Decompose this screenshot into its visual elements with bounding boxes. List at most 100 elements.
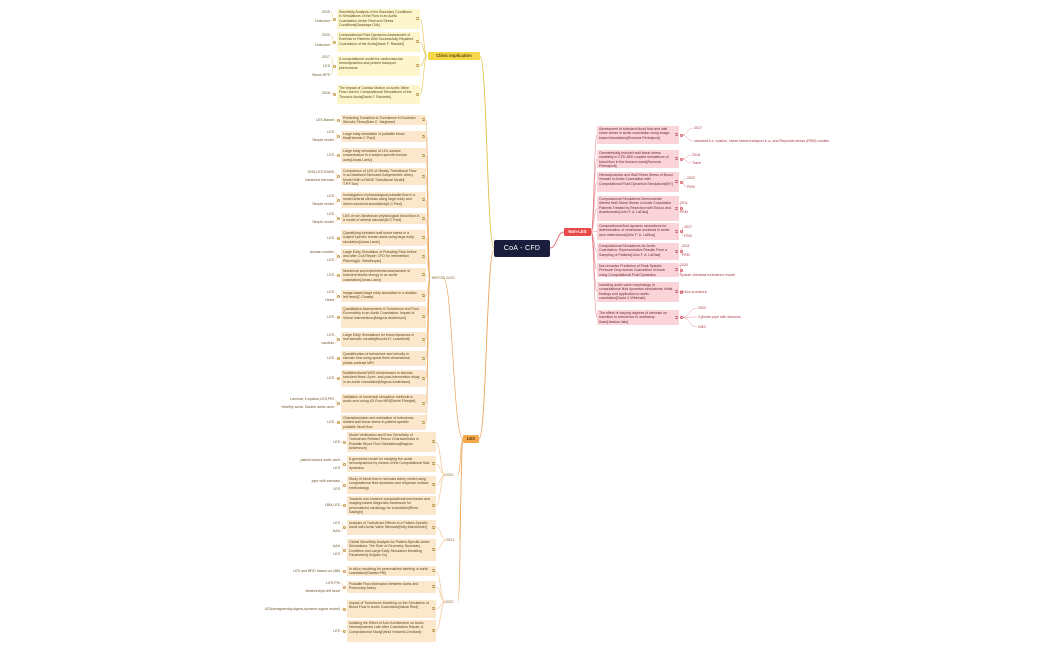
attribute-tag[interactable]: LES xyxy=(327,272,334,277)
root-node[interactable]: CoA - CFD xyxy=(494,240,550,257)
external-link-icon[interactable]: ⧉ xyxy=(422,400,425,406)
external-link-icon[interactable]: ⧉ xyxy=(432,606,435,611)
external-link-icon[interactable]: ⧉ xyxy=(675,289,678,294)
attribute-tag[interactable]: 2022 xyxy=(698,305,706,310)
paper-card[interactable]: Computational Simulations Demonstrate Al… xyxy=(597,196,679,221)
external-link-icon[interactable]: ⧉ xyxy=(422,253,425,259)
external-link-icon[interactable]: ⧉ xyxy=(422,375,425,381)
paper-card[interactable]: Analysis of Turbulence Effects in a Pati… xyxy=(347,520,436,535)
external-link-icon[interactable]: ⧉ xyxy=(432,461,435,466)
external-link-icon[interactable]: ⧉ xyxy=(432,482,435,487)
attribute-tag[interactable]: LES and BRG based on LBM xyxy=(293,568,340,573)
external-link-icon[interactable]: ⧉ xyxy=(432,524,435,530)
attribute-tag[interactable]: Unknown xyxy=(315,43,330,47)
external-link-icon[interactable]: ⧉ xyxy=(675,267,678,272)
paper-card[interactable]: Comparison of LES of Steady Transitional… xyxy=(341,168,426,186)
external-link-icon[interactable]: ⧉ xyxy=(422,314,425,319)
attribute-tag[interactable]: FEM,k-w,mixture xyxy=(680,289,707,294)
external-link-icon[interactable]: ⧉ xyxy=(422,117,425,122)
attribute-tag[interactable]: LES xyxy=(333,439,340,444)
attribute-tag[interactable]: 2011 xyxy=(682,243,690,248)
external-link-icon[interactable]: ⧉ xyxy=(422,272,425,277)
external-link-icon[interactable]: ⧉ xyxy=(432,439,435,444)
paper-card[interactable]: Large Eddy Simulation of Pulsating Flow … xyxy=(341,249,426,264)
attribute-tag[interactable]: AAA xyxy=(332,543,340,548)
attribute-tag[interactable]: LES(smagorinsky,sigma,dynamic sigma mode… xyxy=(264,606,340,611)
paper-card[interactable]: Predicting Transition to Turbulence in E… xyxy=(341,115,426,125)
attribute-tag[interactable]: LBM,LES xyxy=(324,503,340,508)
attribute-tag[interactable]: Idealized stenosis xyxy=(305,178,334,183)
external-link-icon[interactable]: ⧉ xyxy=(422,355,425,361)
attribute-tag[interactable]: FEM xyxy=(684,233,692,238)
paper-card[interactable]: Computational Simulations for Aortic Coa… xyxy=(597,243,679,260)
attribute-tag[interactable]: LES xyxy=(323,64,330,68)
paper-card[interactable]: Large eddy simulation of LDL surface con… xyxy=(341,148,426,163)
paper-card[interactable]: Assessment of turbulent blood flow and w… xyxy=(597,126,679,144)
attribute-tag[interactable]: LES xyxy=(327,235,334,240)
paper-card[interactable]: Isolating the Effect of Arch Architectur… xyxy=(347,620,436,642)
attribute-tag[interactable]: LES xyxy=(327,333,334,338)
attribute-tag[interactable]: patient-based aortic arch xyxy=(300,457,340,462)
paper-card[interactable]: LES of non-Newtonian physiological blood… xyxy=(341,213,426,224)
paper-card[interactable]: Study of blood flow in stenosis artery m… xyxy=(347,476,436,494)
paper-card[interactable]: Towards non-invasive computational mecha… xyxy=(347,496,436,515)
paper-card[interactable]: Image-based large eddy simulation in a r… xyxy=(341,290,426,302)
paper-card[interactable]: Global Sensitivity Analysis for Patient-… xyxy=(347,539,436,561)
external-link-icon[interactable]: ⧉ xyxy=(422,419,425,425)
paper-card[interactable]: Quantifying turbulent wall shear stress … xyxy=(341,230,426,246)
paper-card[interactable]: Non-invasive Prediction of Peak Systolic… xyxy=(597,263,679,277)
paper-card[interactable]: Large eddy simulation of pulsatile blood… xyxy=(341,131,426,142)
paper-card[interactable]: Including aortic valve morphology in com… xyxy=(597,282,679,302)
external-link-icon[interactable]: ⧉ xyxy=(422,133,425,139)
external-link-icon[interactable]: ⧉ xyxy=(675,132,678,137)
attribute-tag[interactable]: LES xyxy=(333,521,340,526)
attribute-tag[interactable]: LES,Based xyxy=(316,117,334,122)
external-link-icon[interactable]: ⧉ xyxy=(432,502,435,508)
paper-card[interactable]: Geometrically induced wall shear stress … xyxy=(597,150,679,168)
external-link-icon[interactable]: ⧉ xyxy=(422,197,425,202)
paper-card[interactable]: Large Eddy Simulations for blood dynamic… xyxy=(341,332,426,347)
attribute-tag[interactable]: LES xyxy=(327,314,334,319)
external-link-icon[interactable]: ⧉ xyxy=(416,16,419,21)
external-link-icon[interactable]: ⧉ xyxy=(675,156,678,161)
external-link-icon[interactable]: ⧉ xyxy=(416,91,419,97)
external-link-icon[interactable]: ⧉ xyxy=(422,235,425,240)
paper-card[interactable]: Model Verification and Error Sensitivity… xyxy=(347,432,436,452)
attribute-tag[interactable]: LES xyxy=(327,289,334,294)
paper-card[interactable]: A geometric model for studying the aorti… xyxy=(347,456,436,472)
external-link-icon[interactable]: ⧉ xyxy=(432,568,435,573)
attribute-tag[interactable]: 2017 xyxy=(322,55,330,59)
external-link-icon[interactable]: ⧉ xyxy=(675,205,678,211)
attribute-tag[interactable]: LES xyxy=(327,130,334,135)
attribute-tag[interactable]: 2022 xyxy=(687,175,695,180)
attribute-tag[interactable]: Heart xyxy=(325,297,334,302)
paper-card[interactable]: Multidirectional WSS disturbances in ste… xyxy=(341,370,426,387)
attribute-tag[interactable]: LES xyxy=(333,465,340,470)
attribute-tag[interactable]: Track xyxy=(692,160,701,165)
attribute-tag[interactable]: AAA xyxy=(332,529,340,534)
paper-card[interactable]: A computational model for cardiovascular… xyxy=(337,56,420,76)
external-link-icon[interactable]: ⧉ xyxy=(416,63,419,68)
attribute-tag[interactable]: standard k-ε, epsilon, shear stress tran… xyxy=(694,138,830,143)
paper-card[interactable]: Sensitivity Analysis of the Boundary Con… xyxy=(337,9,420,29)
attribute-tag[interactable]: LES xyxy=(333,486,340,491)
attribute-tag[interactable]: LES xyxy=(327,420,334,425)
attribute-tag[interactable]: 2016 xyxy=(322,91,330,95)
attribute-tag[interactable]: Spalart-Allmaras turbulence model xyxy=(680,272,736,277)
paper-card[interactable]: Pulsatile Flow Interaction between Aorta… xyxy=(347,581,436,593)
les-group-2020[interactable]: 2020 xyxy=(445,473,454,477)
attribute-tag[interactable]: DNS,LES,RANS xyxy=(307,170,334,175)
paper-card[interactable]: The effect of varying degrees of stenosi… xyxy=(597,310,679,325)
external-link-icon[interactable]: ⧉ xyxy=(422,152,425,158)
paper-card[interactable]: Characterization and estimation of turbu… xyxy=(341,415,426,430)
branch-les[interactable]: LES xyxy=(463,435,479,443)
attribute-tag[interactable]: LES xyxy=(327,212,334,217)
attribute-tag[interactable]: Simple model xyxy=(312,201,334,206)
paper-card[interactable]: The Impact of Cardiac Motion on Aortic V… xyxy=(337,85,420,104)
attribute-tag[interactable]: 2011 xyxy=(680,200,688,205)
les-group-before-2020[interactable]: BEFOR 2020 xyxy=(432,276,455,280)
attribute-tag[interactable]: Simple model xyxy=(312,220,334,225)
external-link-icon[interactable]: ⧉ xyxy=(422,336,425,342)
paper-card[interactable]: Investigation of physiological pulsatile… xyxy=(341,192,426,208)
attribute-tag[interactable]: LES xyxy=(327,258,334,263)
